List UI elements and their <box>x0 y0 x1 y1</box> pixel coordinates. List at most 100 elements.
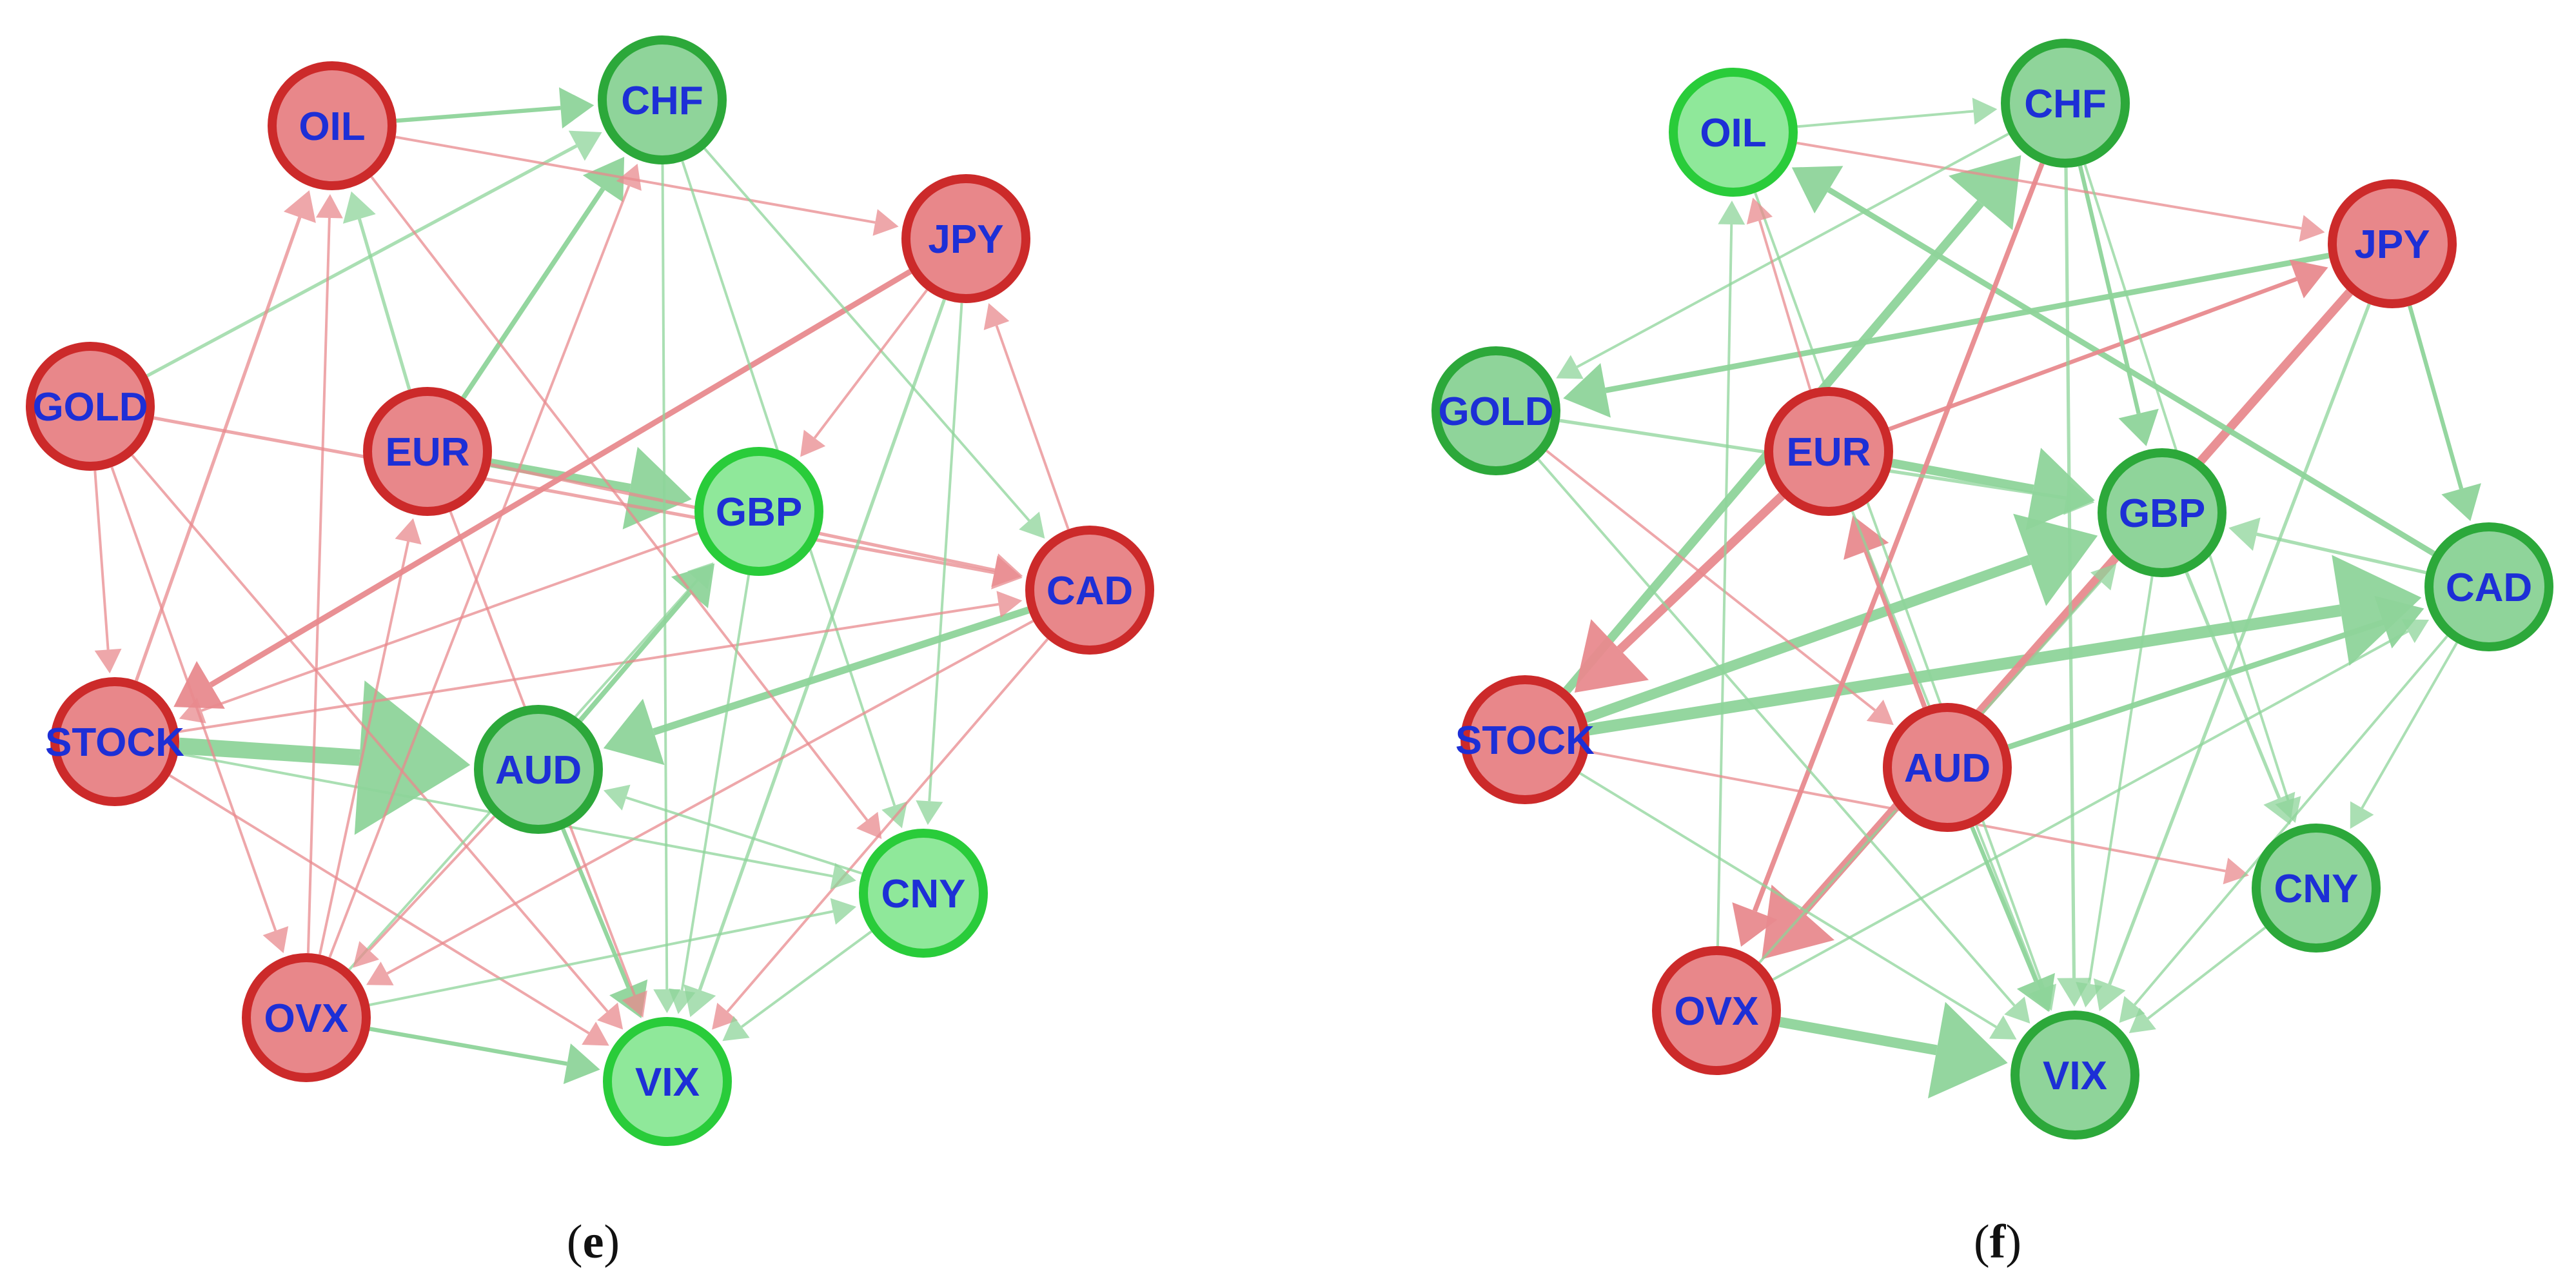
edge-chf-to-vix <box>653 164 681 1014</box>
edge-arrowhead <box>1746 197 1773 225</box>
edge-eur-to-jpy <box>1888 259 2328 431</box>
edge-line <box>1537 459 2016 1007</box>
edge-arrowhead <box>2289 259 2328 299</box>
node-circle <box>474 705 603 834</box>
edge-chf-to-ovx <box>1732 162 2045 947</box>
node-label: OIL <box>299 104 365 149</box>
edge-line <box>653 606 1030 736</box>
edge-oil-to-chf <box>396 87 595 129</box>
edge-cad-to-vix <box>2119 635 2448 1023</box>
node-cny: CNY <box>2252 824 2381 953</box>
node-label: GBP <box>2119 491 2205 536</box>
edge-ovx-to-cny <box>369 898 857 1007</box>
edge-aud-to-gbp <box>578 563 715 722</box>
edge-ovx-to-eur <box>318 518 422 955</box>
node-circle <box>2098 448 2227 577</box>
edge-ovx-to-vix <box>369 1027 600 1085</box>
edge-arrowhead <box>1563 363 1611 418</box>
node-label: EUR <box>1787 430 1871 475</box>
node-circle <box>50 677 179 806</box>
edge-line <box>703 148 1030 522</box>
edge-line <box>928 302 963 802</box>
node-label: AUD <box>495 748 582 793</box>
edge-gbp-to-vix <box>2076 576 2154 1008</box>
edge-line <box>2256 532 2427 575</box>
node-label: CAD <box>1047 569 1133 613</box>
edge-line <box>306 217 331 954</box>
edge-stock-to-cad <box>1588 555 2422 736</box>
edge-arrowhead <box>173 660 225 709</box>
edge-gbp-to-stock <box>179 531 699 724</box>
edge-cny-to-aud <box>603 784 863 875</box>
node-chf: CHF <box>2001 39 2130 168</box>
edge-gold-to-ovx <box>110 466 289 954</box>
node-circle <box>598 35 727 164</box>
node-circle <box>1460 675 1589 804</box>
edge-line <box>328 185 631 958</box>
edge-ovx-to-vix <box>1779 1002 2008 1099</box>
edge-arrowhead <box>1718 200 1745 225</box>
node-circle <box>2011 1011 2139 1140</box>
edge-jpy-to-cny <box>916 302 963 825</box>
edge-line <box>134 217 302 682</box>
edge-oil-to-jpy <box>1796 141 2325 242</box>
edge-line <box>201 531 699 712</box>
edge-arrowhead <box>712 1002 738 1030</box>
edge-stock-to-aud <box>178 680 471 835</box>
edge-line <box>578 591 692 722</box>
edge-arrowhead <box>2129 1007 2156 1034</box>
edge-line <box>1546 449 1876 711</box>
node-label: CNY <box>881 872 966 916</box>
edge-chf-to-gold <box>1556 132 2009 379</box>
edge-arrowhead <box>2076 982 2103 1008</box>
node-circle <box>363 387 492 516</box>
node-aud: AUD <box>474 705 603 834</box>
node-circle <box>242 953 371 1082</box>
edge-jpy-to-gbp <box>800 289 929 457</box>
edge-line <box>153 416 995 575</box>
edge-cny-to-vix <box>2129 926 2266 1034</box>
edge-arrowhead <box>603 784 631 811</box>
node-label: OVX <box>264 996 349 1041</box>
edge-eur-to-oil <box>1746 197 1812 390</box>
node-ovx: OVX <box>242 953 371 1082</box>
edge-line <box>2408 305 2464 489</box>
edge-line <box>2361 642 2458 809</box>
edge-line <box>1752 162 2045 912</box>
edge-cad-to-oil <box>1791 166 2435 557</box>
node-label: OVX <box>1675 989 1759 1034</box>
edge-line <box>661 164 669 990</box>
node-gold: GOLD <box>26 342 155 471</box>
edge-arrowhead <box>563 1043 600 1085</box>
edge-arrowhead <box>722 1016 750 1042</box>
edge-eur-to-oil <box>342 191 411 390</box>
edge-aud-to-ovx <box>353 815 496 968</box>
edge-arrowhead <box>354 680 471 835</box>
edge-arrowhead <box>2004 996 2030 1024</box>
edge-gold-to-vix <box>131 454 624 1030</box>
edge-arrowhead <box>582 1022 609 1046</box>
edge-line <box>1716 224 1733 947</box>
edge-ovx-to-oil <box>1716 200 1745 947</box>
edge-jpy-to-gold <box>1563 252 2330 418</box>
edge-line <box>396 106 561 123</box>
edge-arrowhead <box>2063 481 2095 515</box>
node-circle <box>901 174 1030 303</box>
edge-gold-to-chf <box>146 130 602 378</box>
edge-arrowhead <box>668 988 696 1014</box>
node-cad: CAD <box>1025 526 1154 655</box>
edge-arrowhead <box>1732 902 1778 947</box>
edge-arrowhead <box>983 302 1010 330</box>
edge-line <box>2078 165 2141 414</box>
edge-line <box>698 299 947 991</box>
node-label: GBP <box>716 490 802 535</box>
edge-arrowhead <box>2401 619 2430 644</box>
edge-arrowhead <box>2332 555 2422 666</box>
node-circle <box>26 342 155 471</box>
edge-line <box>1772 630 2409 981</box>
edge-arrowhead <box>2013 513 2098 606</box>
edge-cad-to-jpy <box>983 302 1070 530</box>
edge-ovx-to-cad <box>1772 619 2430 981</box>
edge-line <box>813 289 929 439</box>
edge-line <box>461 187 605 399</box>
